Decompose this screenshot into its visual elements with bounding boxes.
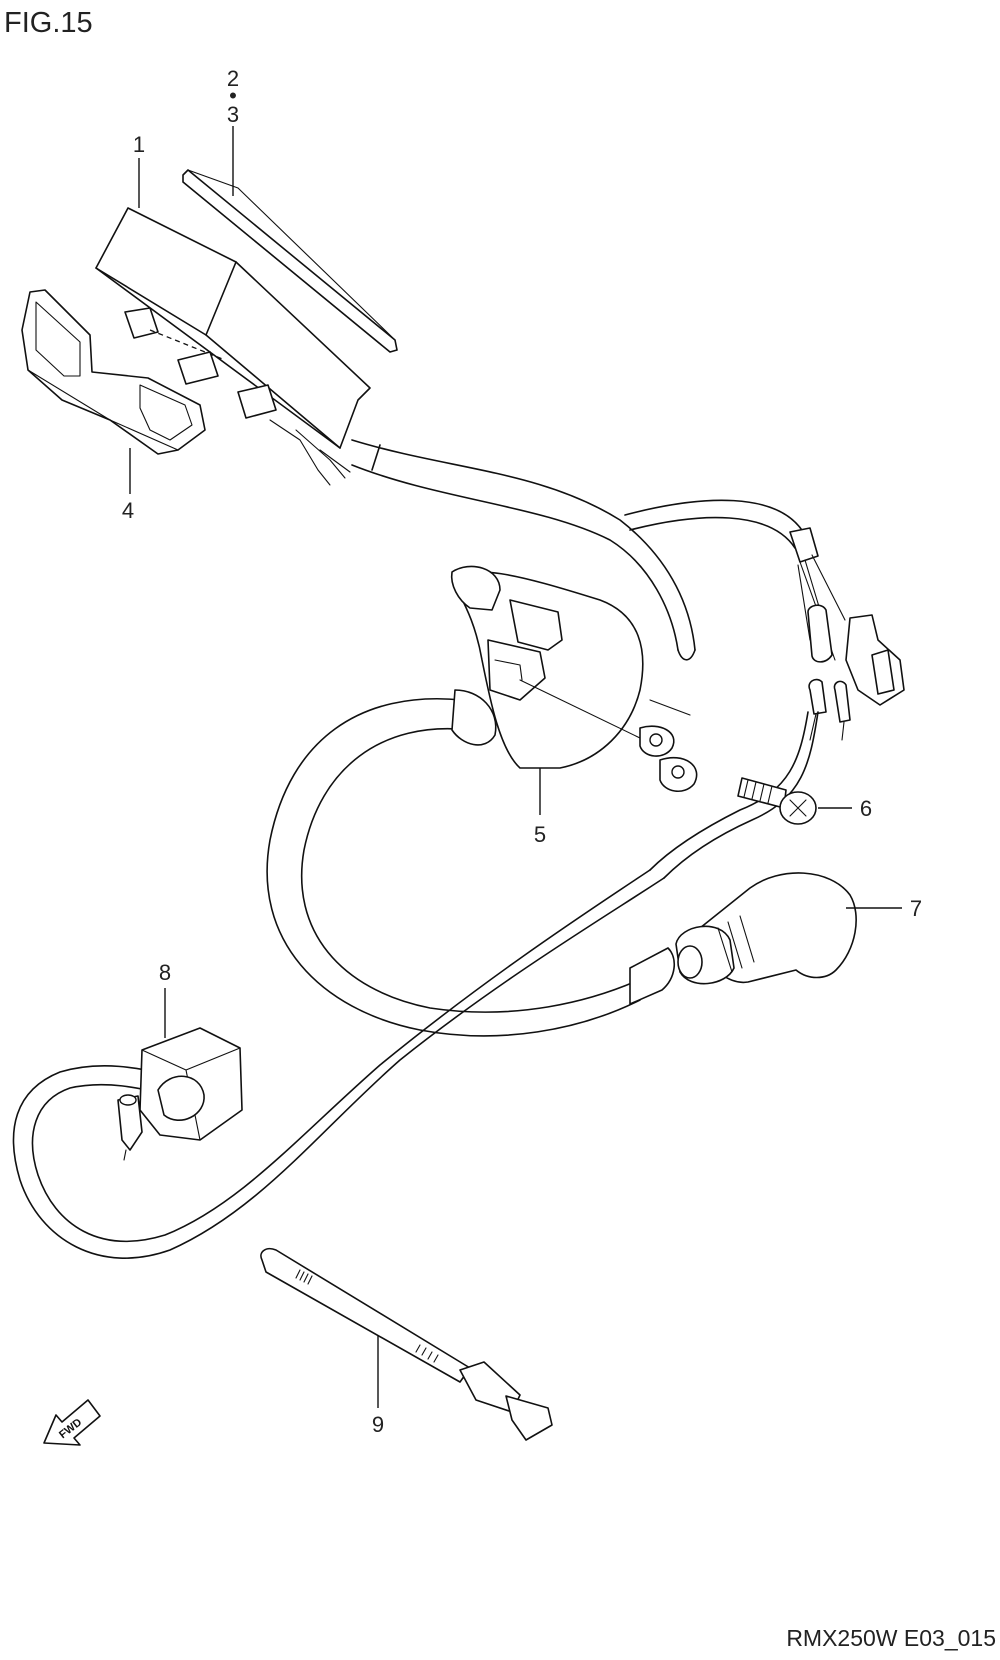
callout-7: 7 [910,896,922,921]
callout-5: 5 [534,822,546,847]
ht-cable [266,689,675,1037]
callout-1: 1 [133,132,145,157]
callout-2-3-separator: • [229,83,237,108]
fwd-arrow-icon: FWD [43,1399,101,1446]
part-7-plug-cap [675,872,902,985]
figure-title: FIG.15 [4,7,93,39]
callout-6: 6 [860,796,872,821]
callout-8: 8 [159,960,171,985]
callout-2: 2 [227,66,239,91]
ground-wire-2 [31,869,651,1243]
part-6-bolt [737,777,852,825]
wiring-harness [351,439,905,879]
callout-9: 9 [372,1412,384,1437]
callout-3: 3 [227,102,239,127]
ground-wire [12,877,665,1259]
part-8-kill-switch [117,1027,243,1161]
callout-4: 4 [122,498,134,523]
part-2-3-plate [182,169,398,353]
part-1-cdi-unit [95,207,371,486]
part-4-mount-bracket [21,289,206,455]
part-5-ignition-coil [450,565,698,792]
part-9-cable-tie [260,1247,553,1441]
figure-code: RMX250W E03_015 [786,1625,996,1651]
